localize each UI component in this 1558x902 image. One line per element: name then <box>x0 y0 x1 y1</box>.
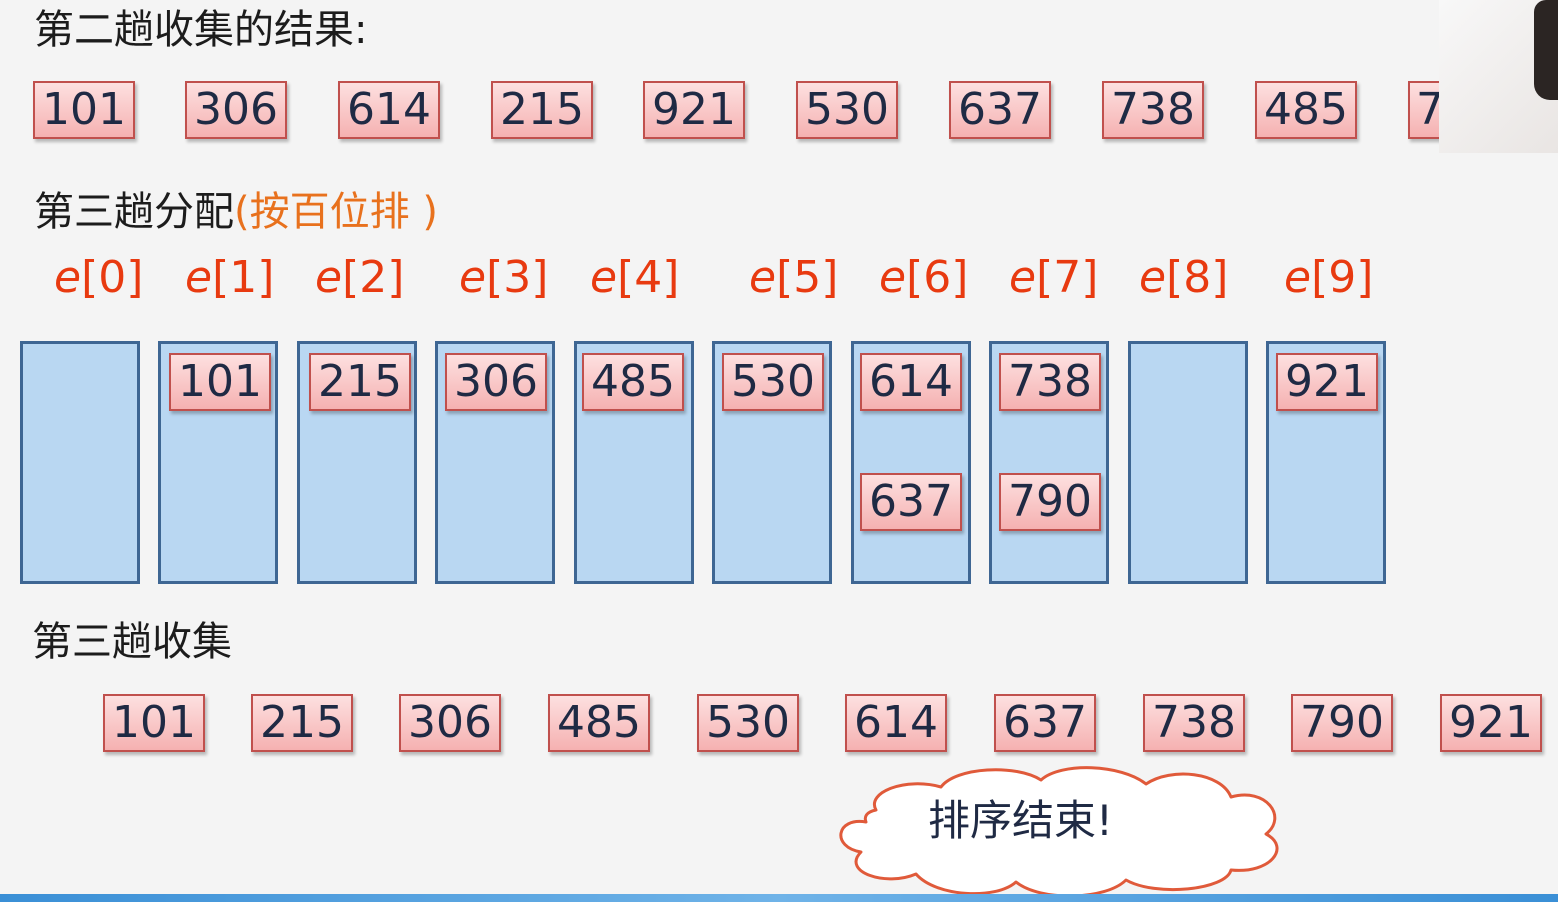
bucket-item: 738 <box>999 353 1101 411</box>
bucket-item: 530 <box>722 353 824 411</box>
pass2-box: 614 <box>338 81 440 139</box>
result-box: 738 <box>1143 694 1245 752</box>
pass3-dist-title-text: 第三趟分配 <box>34 189 234 235</box>
pass2-box: 101 <box>33 81 135 139</box>
bucket-label: e[8] <box>1139 252 1229 303</box>
bucket-label: e[4] <box>590 252 680 303</box>
pass2-box: 637 <box>949 81 1051 139</box>
bucket-0 <box>20 341 140 584</box>
webcam-overlay <box>1439 0 1558 153</box>
pass2-box: 738 <box>1102 81 1204 139</box>
bucket-8 <box>1128 341 1248 584</box>
bucket-label: e[2] <box>315 252 405 303</box>
pass2-box: 530 <box>796 81 898 139</box>
bucket-label: e[6] <box>879 252 969 303</box>
pass2-title: 第二趟收集的结果: <box>34 7 368 53</box>
result-box: 101 <box>103 694 205 752</box>
result-box: 215 <box>251 694 353 752</box>
bucket-item: 790 <box>999 473 1101 531</box>
bottom-progress-bar <box>0 894 1558 902</box>
bucket-item: 306 <box>445 353 547 411</box>
presenter-hair <box>1534 0 1558 100</box>
pass2-box: 215 <box>491 81 593 139</box>
bucket-label: e[3] <box>459 252 549 303</box>
bucket-label: e[9] <box>1284 252 1374 303</box>
pass3-collect-title: 第三趟收集 <box>32 619 232 665</box>
bucket-item: 485 <box>582 353 684 411</box>
bucket-label: e[5] <box>749 252 839 303</box>
bucket-item: 637 <box>860 473 962 531</box>
result-box: 306 <box>399 694 501 752</box>
pass3-dist-subtitle: (按百位排 ) <box>234 189 438 235</box>
bucket-item: 921 <box>1276 353 1378 411</box>
pass2-box: 485 <box>1255 81 1357 139</box>
result-box: 637 <box>994 694 1096 752</box>
cloud-shape <box>839 766 1279 898</box>
result-box: 921 <box>1440 694 1542 752</box>
bucket-label: e[7] <box>1009 252 1099 303</box>
bucket-label: e[1] <box>185 252 275 303</box>
pass2-box: 306 <box>185 81 287 139</box>
pass3-dist-title: 第三趟分配(按百位排 ) <box>34 192 438 232</box>
bucket-item: 614 <box>860 353 962 411</box>
bucket-item: 215 <box>309 353 411 411</box>
result-box: 790 <box>1291 694 1393 752</box>
cloud-callout <box>839 766 1279 898</box>
bucket-label: e[0] <box>54 252 144 303</box>
result-box: 614 <box>845 694 947 752</box>
result-box: 530 <box>697 694 799 752</box>
result-box: 485 <box>548 694 650 752</box>
callout-text: 排序结束! <box>928 796 1113 845</box>
pass2-box: 921 <box>643 81 745 139</box>
bucket-item: 101 <box>169 353 271 411</box>
